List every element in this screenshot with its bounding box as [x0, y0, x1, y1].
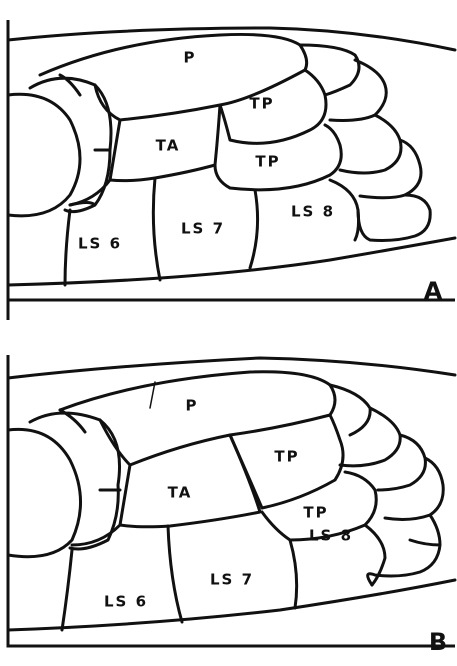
- panel-b-label-ls6: LS 6: [104, 593, 148, 611]
- panel-a-letter: A: [424, 277, 443, 305]
- panel-a-label-ta: TA: [156, 137, 181, 155]
- panel-a-scale-ls8: [250, 180, 359, 268]
- panel-a-label-p: P: [184, 49, 197, 67]
- panel-b-label-ta: TA: [168, 484, 193, 502]
- panel-b: P TA TP TP LS 6 LS 7 LS 8 B: [0, 340, 457, 666]
- panel-a-diagram: P TA TP TP LS 6 LS 7 LS 8 A: [0, 0, 457, 320]
- panel-b-head: [8, 429, 81, 556]
- panel-b-diagram: P TA TP TP LS 6 LS 7 LS 8 B: [0, 340, 457, 666]
- panel-b-tail-scales: [368, 515, 440, 585]
- panel-a-head: [8, 94, 80, 216]
- panel-b-frame: [8, 355, 455, 646]
- panel-a-right-scales-middle: [340, 115, 421, 198]
- panel-b-scale-ta: [120, 435, 260, 527]
- panel-a-tail-scales: [358, 195, 430, 241]
- panel-b-scale-ls7: [168, 526, 182, 622]
- panel-a-label-ls6: LS 6: [78, 235, 122, 253]
- panel-b-letter: B: [429, 628, 447, 656]
- panel-a-dorsal-outline: [8, 28, 455, 50]
- panel-b-right-scales-middle: [378, 435, 443, 519]
- panel-a-label-tp-lower: TP: [255, 153, 280, 171]
- panel-a-scale-ls7: [153, 178, 160, 280]
- panel-b-label-p: P: [186, 397, 199, 415]
- panel-a-label-ls7: LS 7: [181, 220, 225, 238]
- panel-a-ventral-outline: [8, 238, 455, 285]
- panel-b-right-scales-upper: [330, 385, 400, 466]
- panel-a-label-ls8: LS 8: [291, 203, 335, 221]
- panel-b-label-tp-upper: TP: [274, 448, 299, 466]
- panel-a-right-scales-upper: [300, 45, 386, 120]
- panel-b-label-ls7: LS 7: [210, 571, 254, 589]
- panel-b-label-tp-lower: TP: [303, 504, 328, 522]
- panel-a-label-tp-upper: TP: [249, 95, 274, 113]
- panel-a-scale-ls6: [65, 180, 110, 285]
- panel-b-label-ls8: LS 8: [309, 527, 353, 545]
- panel-a: P TA TP TP LS 6 LS 7 LS 8 A: [0, 0, 457, 320]
